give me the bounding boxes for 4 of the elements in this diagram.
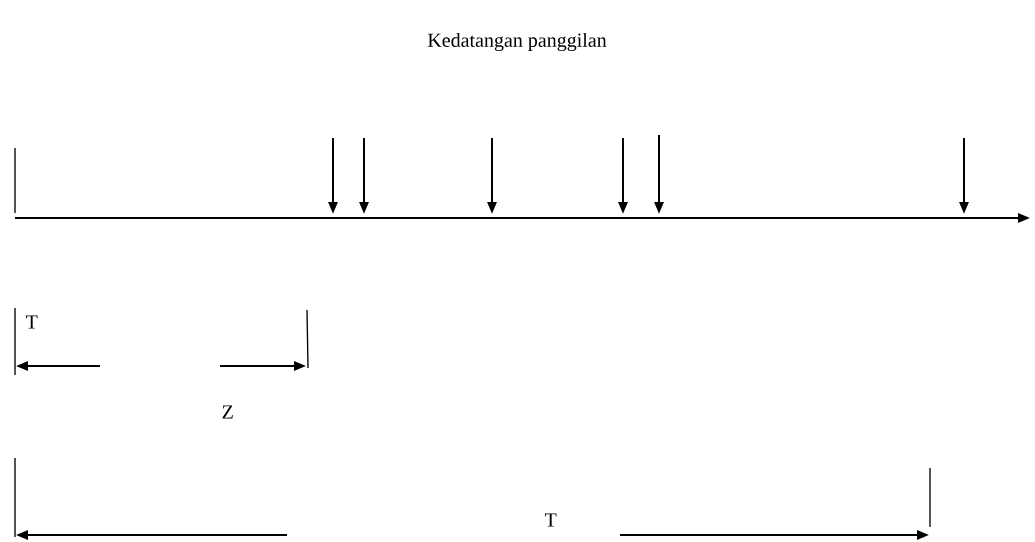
dimension-label: T (25, 315, 38, 329)
dimension-label: T (544, 513, 557, 527)
dimension-label: Z (222, 405, 233, 419)
title: Kedatangan panggilan (427, 32, 607, 52)
